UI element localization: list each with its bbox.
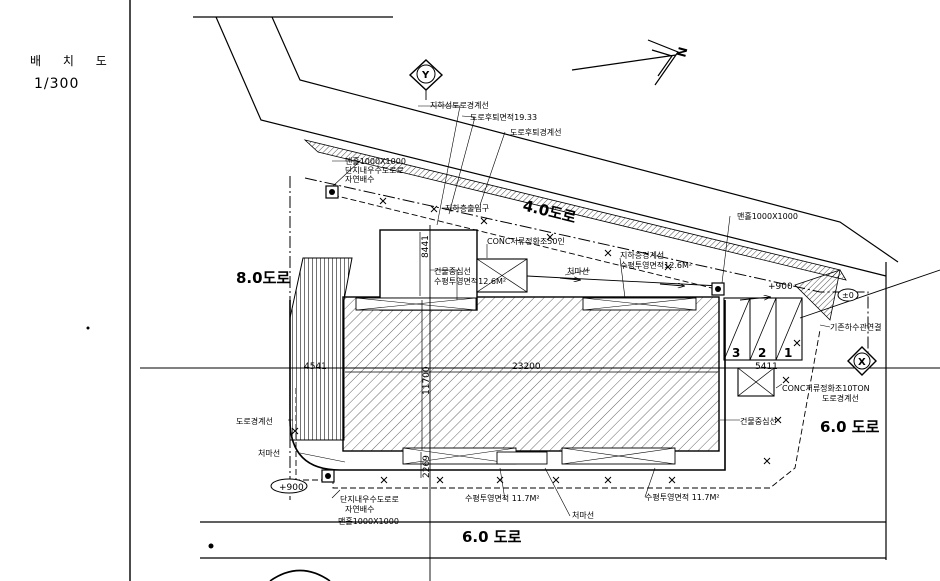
main-building (342, 296, 720, 452)
sheet-scale: 1/300 (34, 76, 80, 92)
level-zero-label: ±0 (842, 291, 854, 300)
dot-mark (208, 543, 214, 549)
callout-road-boundary-top: 도로후퇴경계선 (510, 127, 562, 137)
y-mark-label: Y (421, 70, 430, 81)
sheet-title: 배 치 도 (30, 54, 116, 68)
level-plus900-top: +900 (768, 282, 793, 292)
level-circle-plus900 (270, 478, 308, 494)
road-right-label: 6.0 도로 (820, 418, 880, 436)
callout-manhole-top-l1: 맨홀1000X1000 (345, 156, 406, 166)
eave-cross-6 (402, 447, 517, 465)
north-arrow-icon (571, 39, 679, 86)
entrance-step (496, 451, 548, 465)
callout-road-area: 도로후퇴면적19.33 (470, 112, 537, 122)
callout-conc-tank-top: CONC저류정화조50인 (487, 236, 565, 246)
stamp-arc (269, 569, 331, 581)
callout-building-line-right: 건물중심선 (740, 416, 777, 426)
parking-diag-3 (775, 297, 803, 361)
drain-pipe-tank (526, 275, 721, 287)
dim-4541: 4541 (304, 362, 327, 372)
manhole-bottom-left-dot (325, 473, 331, 479)
parking-diag-1 (723, 297, 751, 361)
axis-diagonal-right (799, 269, 940, 319)
callout-manhole-right: 맨홀1000X1000 (737, 211, 798, 221)
callout-existing-wall: 기존하수관연결 (830, 322, 882, 332)
tank-top-cross-2 (476, 258, 528, 293)
callout-manhole-bottom-l2: 자연배수 (345, 505, 374, 514)
road-bottom-label: 6.0 도로 (462, 528, 522, 546)
dim-8441: 8441 (421, 235, 431, 258)
parking-stall-1: 1 (784, 346, 792, 360)
corner-setback (794, 269, 841, 321)
callout-road-boundary-right: 도로경계선 (822, 393, 859, 403)
callout-manhole-bottom-l3: 맨홀1000X1000 (338, 516, 399, 526)
callout-permeable-bottom2: 수평투영면적 11.7M² (645, 492, 720, 502)
tank-right-cross-2 (737, 367, 775, 397)
dim-11700: 11700 (422, 366, 432, 395)
parking-stall-2: 2 (758, 346, 766, 360)
eave-cross-4 (582, 297, 697, 311)
callout-road-boundary-left: 도로경계선 (236, 416, 273, 426)
drain-pipe-bottom (332, 329, 821, 489)
callout-manhole-top-l2: 단지내우수도로로 (345, 165, 404, 175)
callout-conc-tank-right: CONC저류정화조10TON (782, 383, 870, 393)
eave-cross-2 (355, 297, 477, 311)
callout-permeable-right: 수평투영면적12.6M² (620, 260, 692, 270)
road-left-label: 8.0도로 (236, 269, 290, 287)
manhole-right-dot (715, 286, 721, 292)
road-setback-strip (303, 139, 847, 281)
manhole-top-left-dot (329, 189, 335, 195)
callout-manhole-top-l3: 자연배수 (345, 175, 374, 184)
eave-cross-8 (561, 447, 676, 465)
callout-underground-entry: 지하층출입구 (445, 203, 489, 213)
pipe-x-marks (291, 197, 801, 484)
north-label: N (674, 45, 690, 58)
callout-building-line-top: 건물중심선 (434, 266, 471, 276)
callout-eave-left: 처마선 (258, 449, 280, 458)
drain-pipe-top (332, 194, 721, 291)
level-circle-zero (837, 288, 859, 302)
level-plus900-bottom: +900 (279, 483, 304, 493)
dim-2269: 2269 (422, 455, 432, 478)
x-mark-label: X (858, 357, 866, 368)
dim-23200: 23200 (512, 362, 541, 372)
parking-diag-2 (749, 297, 777, 361)
flow-arrows (559, 278, 770, 301)
callout-permeable-bottom1: 수평투영면적 11.7M² (465, 493, 540, 503)
street-edge-upper (215, 16, 887, 277)
y-axis-marker-icon (408, 59, 444, 100)
dim-5411: 5411 (755, 362, 778, 372)
yard-edge (289, 300, 726, 471)
callout-underground-line: 지하성토로경계선 (430, 100, 489, 110)
dot-mark-2 (86, 326, 90, 330)
x-axis-marker-icon (847, 346, 877, 376)
leader-lines (288, 105, 831, 517)
callout-eave-top: 처마선 (567, 267, 589, 276)
parking-stall-3: 3 (732, 346, 740, 360)
callout-manhole-bottom-l1: 단지내우수도로로 (340, 494, 399, 504)
callout-permeable-top: 수평투영면적12.6M² (434, 276, 506, 286)
callout-eave-bottom: 처마선 (572, 511, 594, 520)
callout-underground-line2: 지하층경계선 (620, 250, 664, 260)
street-edge-lower (271, 16, 899, 263)
